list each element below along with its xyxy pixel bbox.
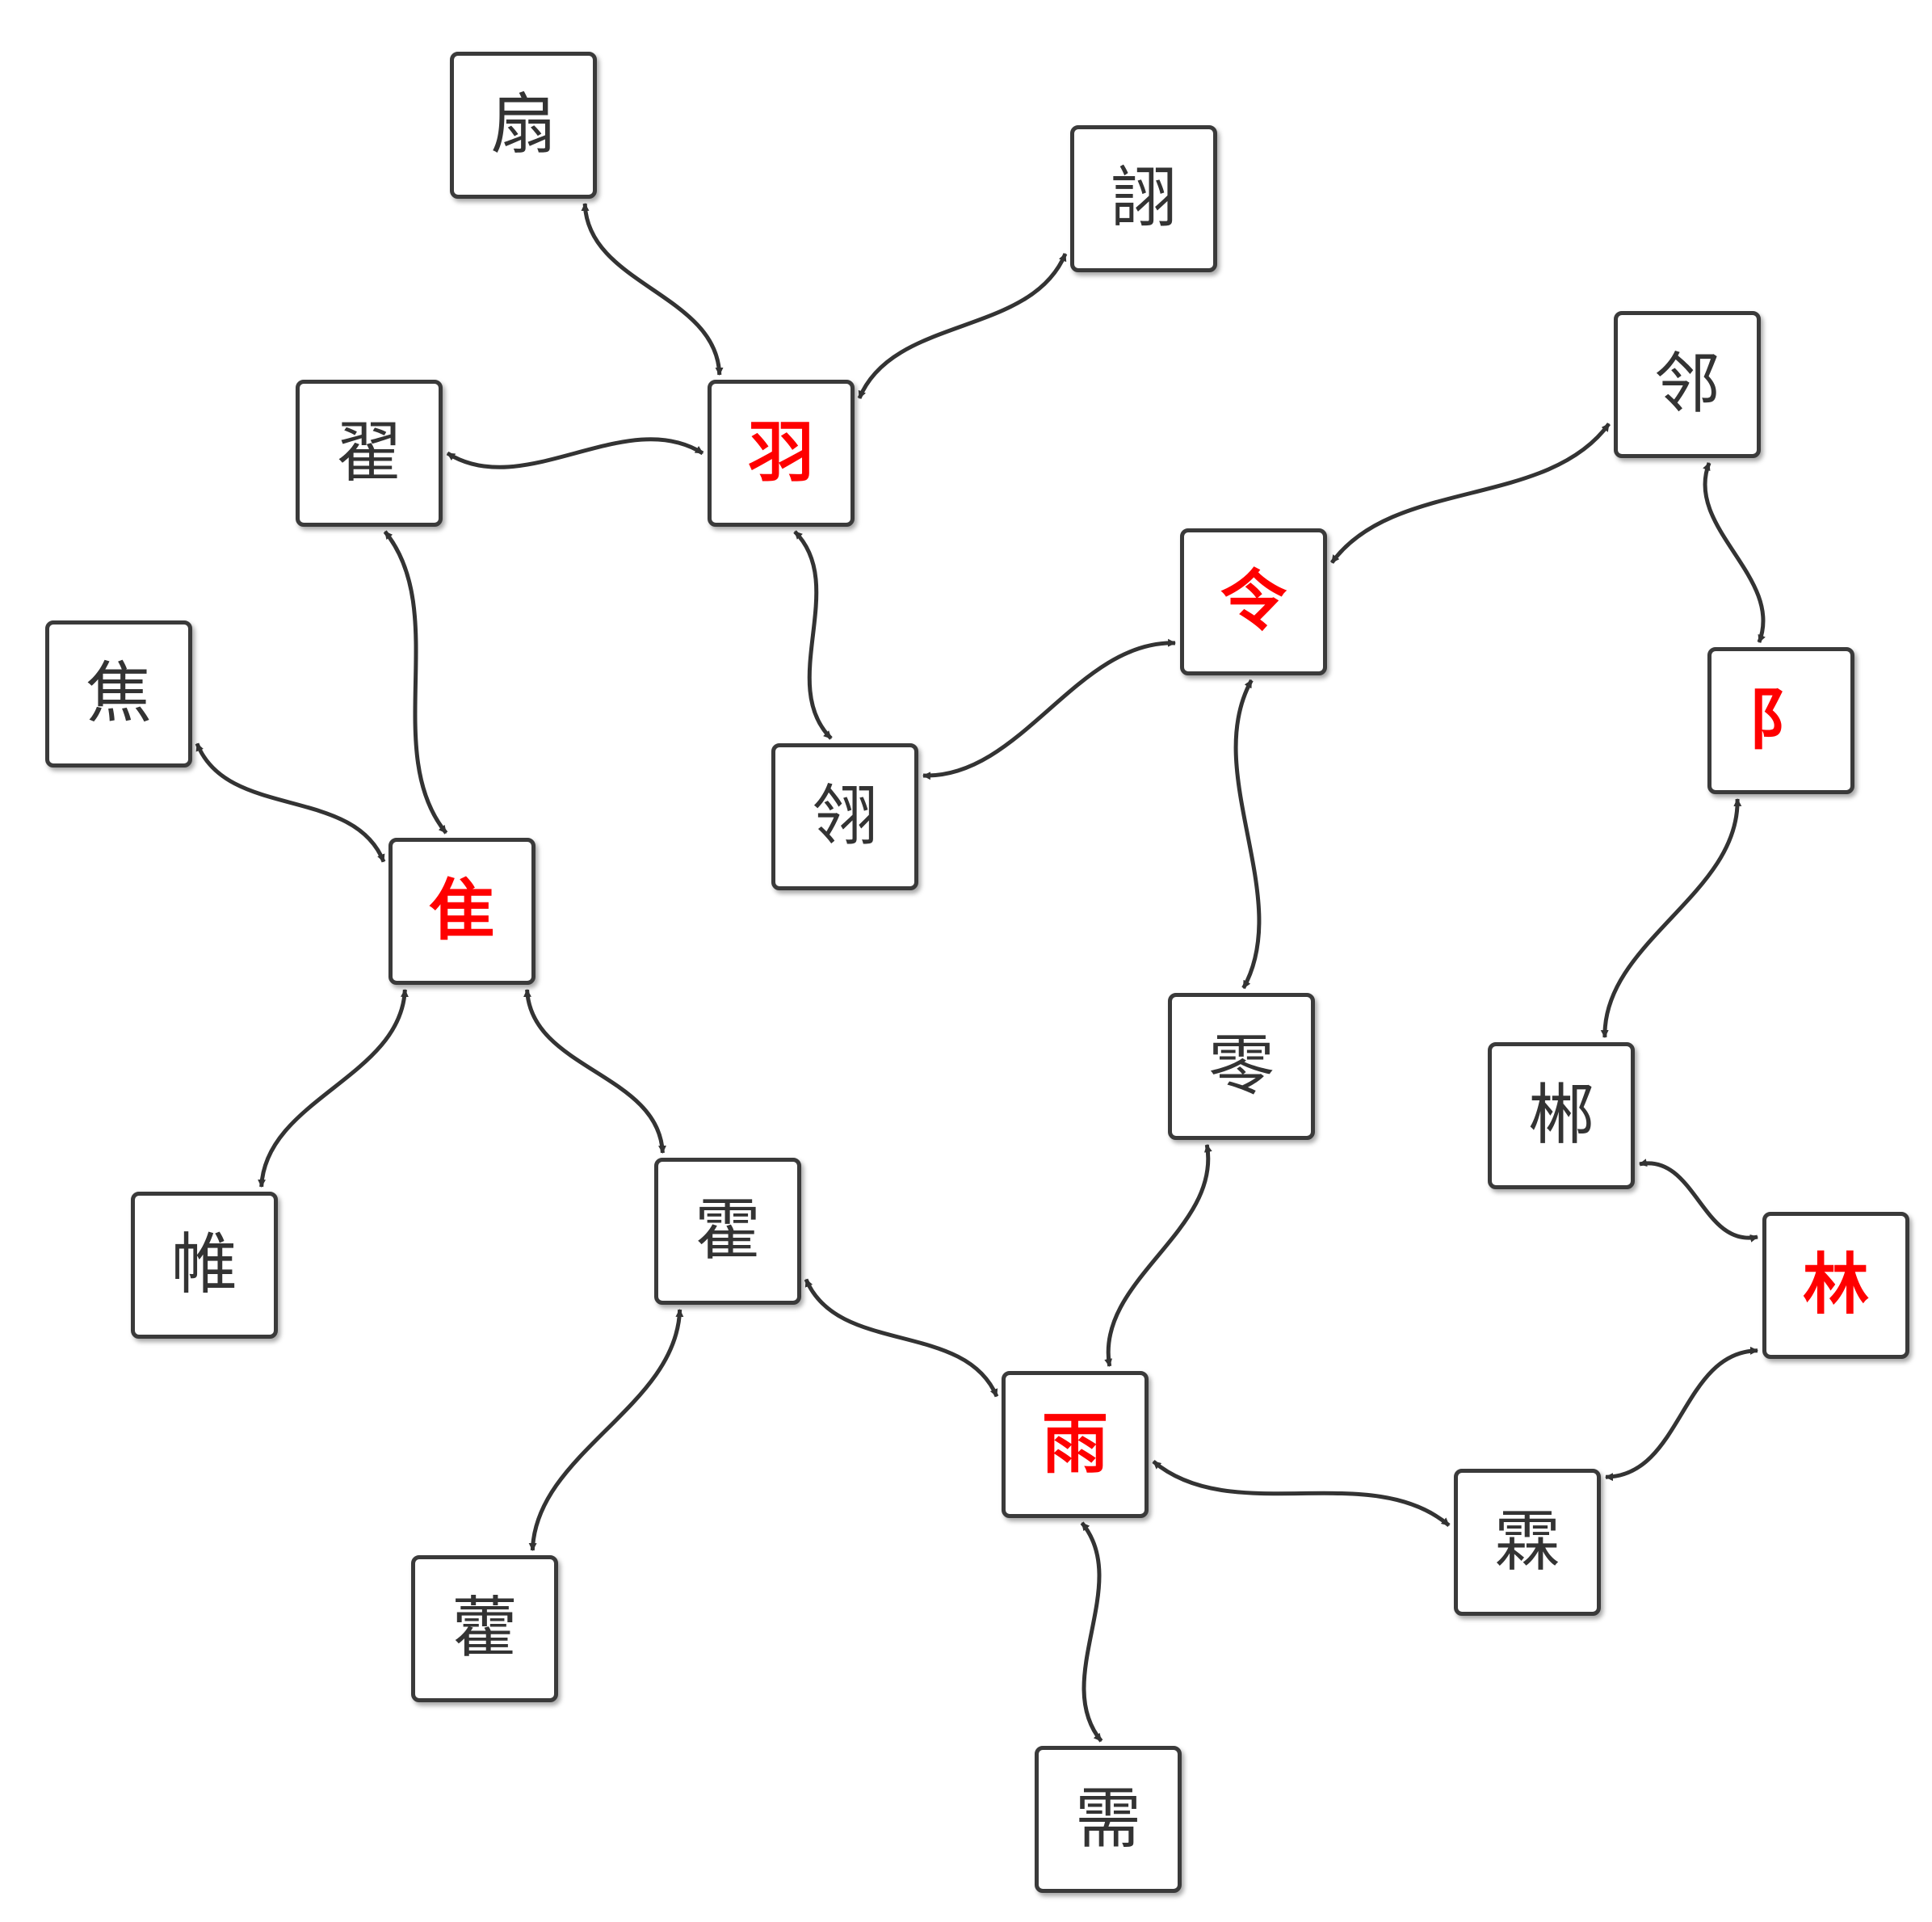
- node-label-xu-need: 需: [1074, 1781, 1141, 1857]
- node-ling-zero: 零: [1168, 993, 1315, 1140]
- node-fu: 阝: [1707, 647, 1854, 794]
- node-label-yu-feather: 羽: [747, 414, 814, 491]
- edge-di-zhui: [383, 530, 448, 835]
- node-yu-rain: 雨: [1002, 1371, 1149, 1518]
- node-lin-tree: 林: [1762, 1212, 1909, 1359]
- node-label-di: 翟: [335, 414, 402, 491]
- node-label-zhui: 隹: [428, 873, 495, 949]
- node-label-fu: 阝: [1747, 682, 1814, 759]
- node-label-ling-zero: 零: [1208, 1028, 1275, 1104]
- node-chen: 郴: [1488, 1042, 1635, 1189]
- edge-zhui-huo: [523, 989, 667, 1154]
- edge-chen-lin_tree: [1639, 1159, 1758, 1243]
- node-zhui: 隹: [388, 838, 536, 985]
- node-lin-rain: 霖: [1454, 1469, 1601, 1616]
- node-huo-grass: 藿: [411, 1555, 558, 1702]
- edge-lin_rain-lin_tree: [1605, 1346, 1758, 1482]
- node-label-jiao: 焦: [85, 655, 152, 732]
- node-yu-feather: 羽: [708, 380, 855, 527]
- edge-jiao-zhui: [195, 742, 386, 863]
- node-shan: 扇: [450, 52, 597, 199]
- node-label-lin-rain: 霖: [1493, 1504, 1560, 1580]
- node-wei: 帷: [131, 1192, 278, 1339]
- node-label-shan: 扇: [489, 86, 556, 163]
- node-label-ling-feather: 翎: [811, 778, 878, 855]
- node-label-yu-rain: 雨: [1041, 1406, 1108, 1483]
- node-label-lin-tree: 林: [1802, 1247, 1869, 1323]
- edge-yu_feather-ling_feather: [793, 530, 833, 740]
- node-xu-need: 需: [1035, 1746, 1182, 1893]
- node-label-lin-neighbor: 邻: [1653, 346, 1720, 423]
- edge-huo-huo_grass: [528, 1309, 684, 1551]
- edge-shan-yu_feather: [581, 203, 724, 376]
- edge-fu-chen: [1600, 798, 1742, 1038]
- node-label-ling: 令: [1220, 563, 1287, 640]
- edge-ling_feather-ling: [922, 638, 1176, 780]
- edge-ling-lin_neighbor: [1329, 423, 1611, 564]
- node-label-huo: 霍: [694, 1192, 761, 1269]
- node-ling-feather: 翎: [771, 743, 918, 890]
- edge-huo-yu_rain: [804, 1278, 999, 1398]
- node-lin-neighbor: 邻: [1614, 311, 1761, 458]
- edge-lin_neighbor-fu: [1703, 462, 1766, 643]
- node-xu: 詡: [1070, 125, 1217, 272]
- edge-yu_rain-xu_need: [1080, 1521, 1103, 1743]
- node-label-chen: 郴: [1527, 1077, 1594, 1154]
- edge-yu_rain-lin_rain: [1152, 1460, 1451, 1527]
- node-ling: 令: [1180, 528, 1327, 675]
- node-label-huo-grass: 藿: [451, 1590, 518, 1667]
- edge-zhui-wei: [258, 989, 409, 1188]
- edge-ling-ling_zero: [1233, 679, 1262, 990]
- edge-di-yu_feather: [446, 437, 704, 469]
- node-jiao: 焦: [45, 620, 192, 768]
- node-di: 翟: [296, 380, 443, 527]
- node-label-wei: 帷: [170, 1226, 237, 1303]
- node-huo: 霍: [654, 1158, 801, 1305]
- node-label-xu: 詡: [1110, 160, 1177, 237]
- edge-xu-yu_feather: [857, 253, 1068, 399]
- edge-ling_zero-yu_rain: [1104, 1144, 1212, 1367]
